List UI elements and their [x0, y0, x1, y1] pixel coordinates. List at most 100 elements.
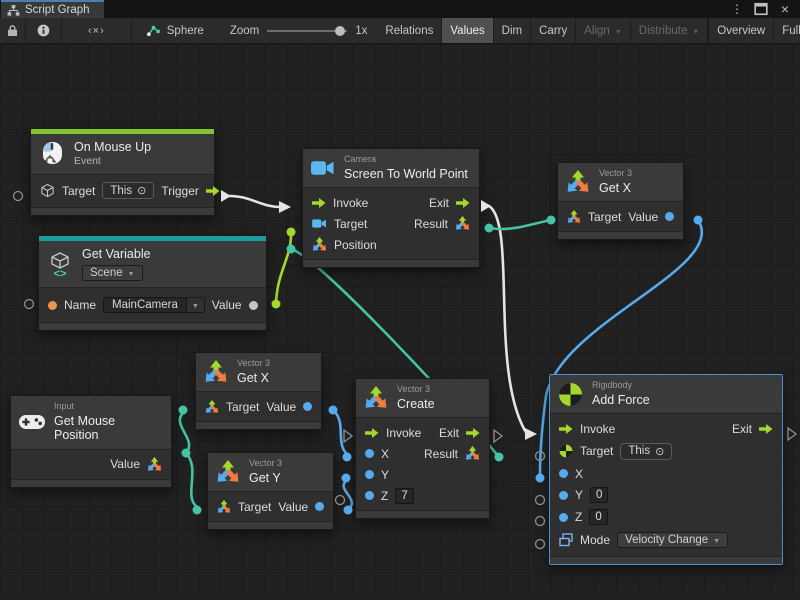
zoom-slider[interactable]	[267, 25, 347, 37]
y-port-dot[interactable]	[559, 491, 568, 500]
port-getvariable-value[interactable]	[272, 300, 281, 309]
graph-canvas[interactable]: On Mouse Up Event Target This Trigger	[0, 44, 800, 600]
flow-arrow-icon	[206, 186, 220, 196]
port-camera-exit[interactable]	[481, 200, 491, 212]
relations-label: Relations	[385, 25, 433, 37]
flow-arrow-icon	[365, 428, 379, 438]
graph-object-name: Sphere	[167, 25, 204, 37]
info-button[interactable]	[26, 18, 62, 43]
carry-button[interactable]: Carry	[531, 18, 576, 43]
variable-name-dropdown[interactable]: MainCamera	[103, 297, 205, 313]
variable-scope-dropdown[interactable]: Scene	[82, 265, 143, 281]
port-onmouseup-trigger[interactable]	[221, 190, 231, 202]
gamepad-icon	[19, 414, 45, 430]
z-port-label: Z	[381, 489, 388, 503]
port-addforce-y[interactable]	[536, 496, 545, 505]
value-port-dot[interactable]	[315, 502, 324, 511]
window-controls	[730, 0, 800, 18]
value-port-label: Value	[212, 298, 242, 312]
x-port-label: X	[575, 467, 583, 481]
port-gety-target[interactable]	[193, 506, 202, 515]
port-onmouseup-input[interactable]	[14, 192, 23, 201]
value-port-dot[interactable]	[249, 301, 258, 310]
node-vector3-get-x-top[interactable]: Vector 3 Get X Target Value	[557, 162, 684, 240]
wire-exit-to-addforce-invoke	[489, 206, 527, 434]
node-vector3-create[interactable]: Vector 3 Create Invoke Exit X	[355, 378, 490, 519]
vector3-icon	[217, 500, 231, 514]
port-getx-mid-target[interactable]	[179, 406, 188, 415]
port-getx-top-target[interactable]	[547, 216, 556, 225]
port-create-x[interactable]	[343, 453, 352, 462]
object-picker-icon[interactable]	[655, 445, 664, 458]
close-icon[interactable]	[778, 1, 792, 17]
port-addforce-exit[interactable]	[788, 428, 796, 440]
port-getx-mid-value[interactable]	[329, 406, 338, 415]
port-camera-target[interactable]	[287, 228, 296, 237]
value-port-dot[interactable]	[303, 402, 312, 411]
overview-label: Overview	[717, 25, 765, 37]
node-footer	[550, 556, 782, 564]
distribute-button[interactable]: Distribute	[631, 18, 709, 43]
port-addforce-target[interactable]	[536, 452, 545, 461]
align-button[interactable]: Align	[576, 18, 631, 43]
wire-trigger-to-invoke	[229, 196, 281, 207]
lock-button[interactable]	[0, 18, 26, 43]
port-addforce-x[interactable]	[536, 474, 545, 483]
port-create-y[interactable]	[342, 474, 351, 483]
value-port-dot[interactable]	[665, 212, 674, 221]
node-get-variable[interactable]: <> Get Variable Scene Name	[38, 235, 267, 331]
x-port-dot[interactable]	[559, 469, 568, 478]
graph-reference[interactable]: Sphere	[132, 24, 214, 37]
overview-button[interactable]: Overview	[708, 18, 774, 43]
y-port-dot[interactable]	[365, 470, 374, 479]
port-mouse-value[interactable]	[182, 449, 191, 458]
name-port-dot[interactable]	[48, 301, 57, 310]
window-menu-icon[interactable]	[730, 1, 744, 17]
exit-port-label: Exit	[429, 196, 449, 210]
port-addforce-z[interactable]	[536, 517, 545, 526]
vector3-icon	[364, 386, 388, 410]
dim-button[interactable]: Dim	[494, 18, 531, 43]
port-camera-result[interactable]	[485, 224, 494, 233]
port-create-exit[interactable]	[494, 430, 502, 442]
port-create-z[interactable]	[336, 496, 345, 505]
arrowhead-camera-invoke	[279, 201, 291, 213]
scope-value: Scene	[90, 267, 123, 279]
port-create-invoke[interactable]	[344, 430, 352, 442]
zoom-slider-handle[interactable]	[335, 26, 345, 36]
z-port-dot[interactable]	[365, 491, 374, 500]
z-value-field[interactable]: 7	[395, 488, 413, 504]
relations-button[interactable]: Relations	[377, 18, 442, 43]
wire-getx-to-create-x	[333, 410, 347, 454]
object-picker-icon[interactable]	[137, 184, 146, 197]
full-screen-label: Full Screen	[782, 25, 800, 37]
node-screen-to-world-point[interactable]: Camera Screen To World Point Invoke Exit	[302, 148, 480, 268]
node-add-force[interactable]: Rigidbody Add Force Invoke Exit	[549, 374, 783, 565]
port-camera-position[interactable]	[287, 245, 296, 254]
y-value-field[interactable]: 0	[590, 487, 608, 503]
port-getvariable-input[interactable]	[25, 300, 34, 309]
target-object-field[interactable]: This	[102, 182, 154, 199]
z-value-field[interactable]: 0	[589, 509, 607, 525]
target-object-field[interactable]: This	[620, 443, 672, 460]
node-vector3-get-y[interactable]: Vector 3 Get Y Target Value	[207, 452, 334, 530]
x-port-dot[interactable]	[365, 449, 374, 458]
full-screen-button[interactable]: Full Screen	[774, 18, 800, 43]
node-get-mouse-position[interactable]: Input Get Mouse Position Value	[10, 395, 172, 488]
mode-dropdown[interactable]: Velocity Change	[617, 532, 728, 548]
z-port-dot[interactable]	[559, 513, 568, 522]
port-create-result[interactable]	[495, 453, 504, 462]
wire-mouse-to-getx	[180, 413, 189, 453]
port-getx-top-value[interactable]	[694, 216, 703, 225]
code-preview-button[interactable]	[62, 18, 132, 43]
node-vector3-get-x-mid[interactable]: Vector 3 Get X Target Value	[195, 352, 322, 430]
maximize-icon[interactable]	[754, 1, 768, 17]
port-gety-value[interactable]	[344, 506, 353, 515]
values-button[interactable]: Values	[442, 18, 493, 43]
chevron-down-icon	[692, 25, 699, 37]
port-addforce-mode[interactable]	[536, 540, 545, 549]
node-category: Vector 3	[599, 169, 632, 179]
tab-script-graph[interactable]: Script Graph	[1, 0, 104, 18]
mouse-up-icon	[39, 141, 65, 167]
node-on-mouse-up[interactable]: On Mouse Up Event Target This Trigger	[30, 128, 215, 216]
